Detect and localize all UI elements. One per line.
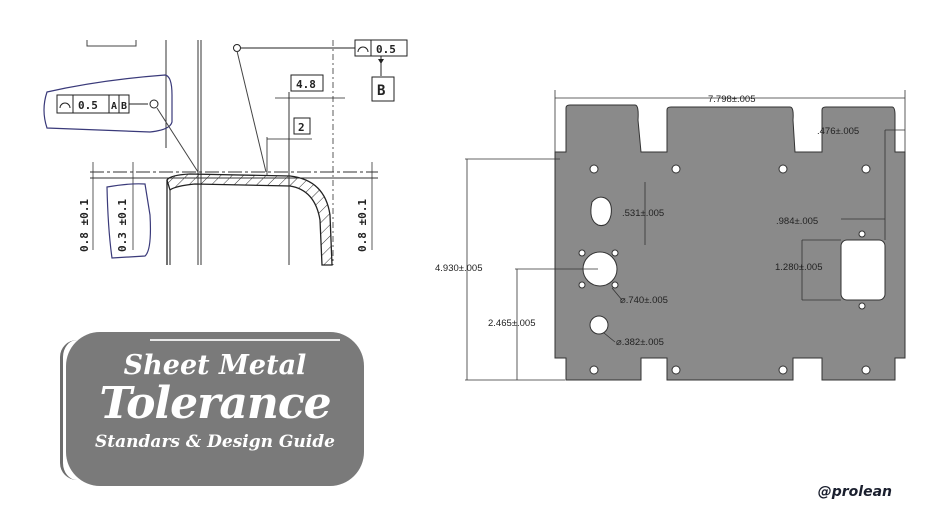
svg-text:⌀.382±.005: ⌀.382±.005	[616, 337, 664, 348]
svg-text:2: 2	[298, 121, 305, 134]
profile-tolerance-drawing: 0.5 A B 0.5 B 4.8 2 0.8 ±0.1 0.3 ±0.1 0.…	[43, 39, 408, 266]
svg-text:A: A	[111, 101, 117, 112]
svg-text:.984±.005: .984±.005	[776, 216, 818, 227]
svg-text:4.8: 4.8	[296, 78, 316, 91]
panel-outline	[554, 104, 906, 381]
svg-text:B: B	[121, 101, 127, 112]
feature-control-frame-right: 0.5 B	[233, 39, 408, 173]
title-line-3: Standars & Design Guide	[95, 432, 335, 452]
svg-text:2.465±.005: 2.465±.005	[488, 318, 535, 329]
svg-text:0.3 ±0.1: 0.3 ±0.1	[116, 199, 129, 252]
feature-control-frame-left: 0.5 A B	[56, 94, 199, 173]
svg-text:.531±.005: .531±.005	[622, 208, 664, 219]
svg-text:.476±.005: .476±.005	[817, 126, 859, 137]
title-line-1: Sheet Metal	[123, 350, 307, 381]
svg-text:1.280±.005: 1.280±.005	[775, 262, 822, 273]
badge-edge-decoration	[60, 340, 77, 480]
badge-top-line	[150, 339, 340, 341]
svg-text:7.798±.005: 7.798±.005	[708, 94, 755, 105]
title-line-2: Tolerance	[99, 378, 331, 429]
sheet-metal-panel-drawing: 7.798±.005 .476±.005 4.930±.005 2.465±.0…	[435, 90, 906, 381]
svg-text:0.5: 0.5	[376, 43, 396, 56]
svg-text:4.930±.005: 4.930±.005	[435, 263, 482, 274]
svg-text:B: B	[377, 83, 385, 99]
watermark-handle: @prolean	[817, 484, 892, 500]
svg-text:0.8 ±0.1: 0.8 ±0.1	[78, 199, 91, 252]
svg-text:0.5: 0.5	[78, 99, 98, 112]
title-badge: Sheet Metal Tolerance Standars & Design …	[66, 332, 364, 486]
svg-text:⌀.740±.005: ⌀.740±.005	[620, 295, 668, 306]
svg-text:0.8 ±0.1: 0.8 ±0.1	[356, 199, 369, 252]
